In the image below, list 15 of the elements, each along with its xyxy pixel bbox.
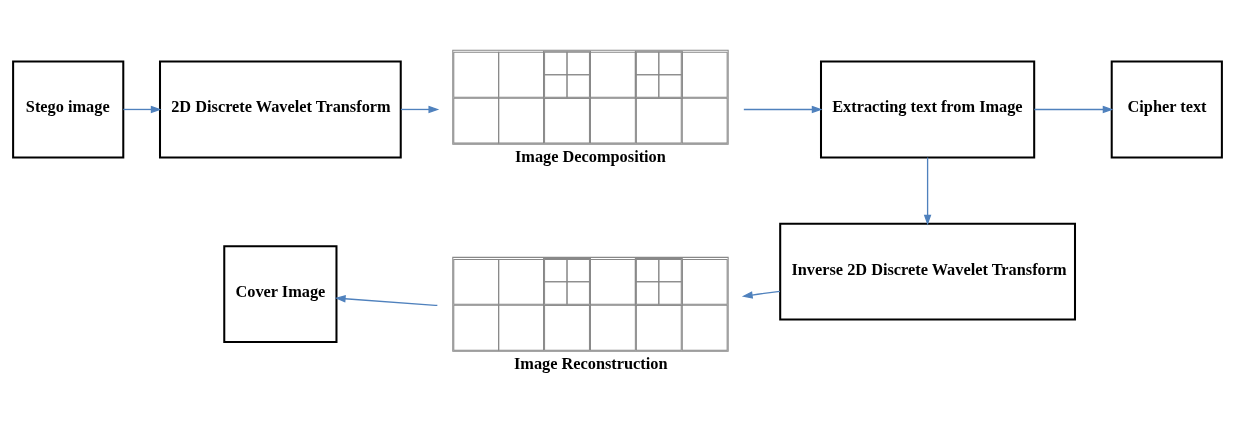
node-box: 2D Discrete Wavelet Transform [159,60,402,159]
node-box: Inverse 2D Discrete Wavelet Transform [779,222,1076,321]
arrow [334,295,438,307]
node-label: Image Reconstruction [513,354,668,374]
arrow [741,290,781,299]
node-box: Cover Image [223,245,338,344]
node-label: Image Decomposition [514,147,666,167]
node-box: Stego image [12,60,125,159]
arrow [400,105,440,114]
node-box: Extracting text from Image [820,60,1036,159]
node-box: Cipher text [1110,60,1223,159]
arrow [1033,105,1114,114]
arrow [122,105,162,114]
arrow [923,156,932,226]
arrow [743,105,823,114]
